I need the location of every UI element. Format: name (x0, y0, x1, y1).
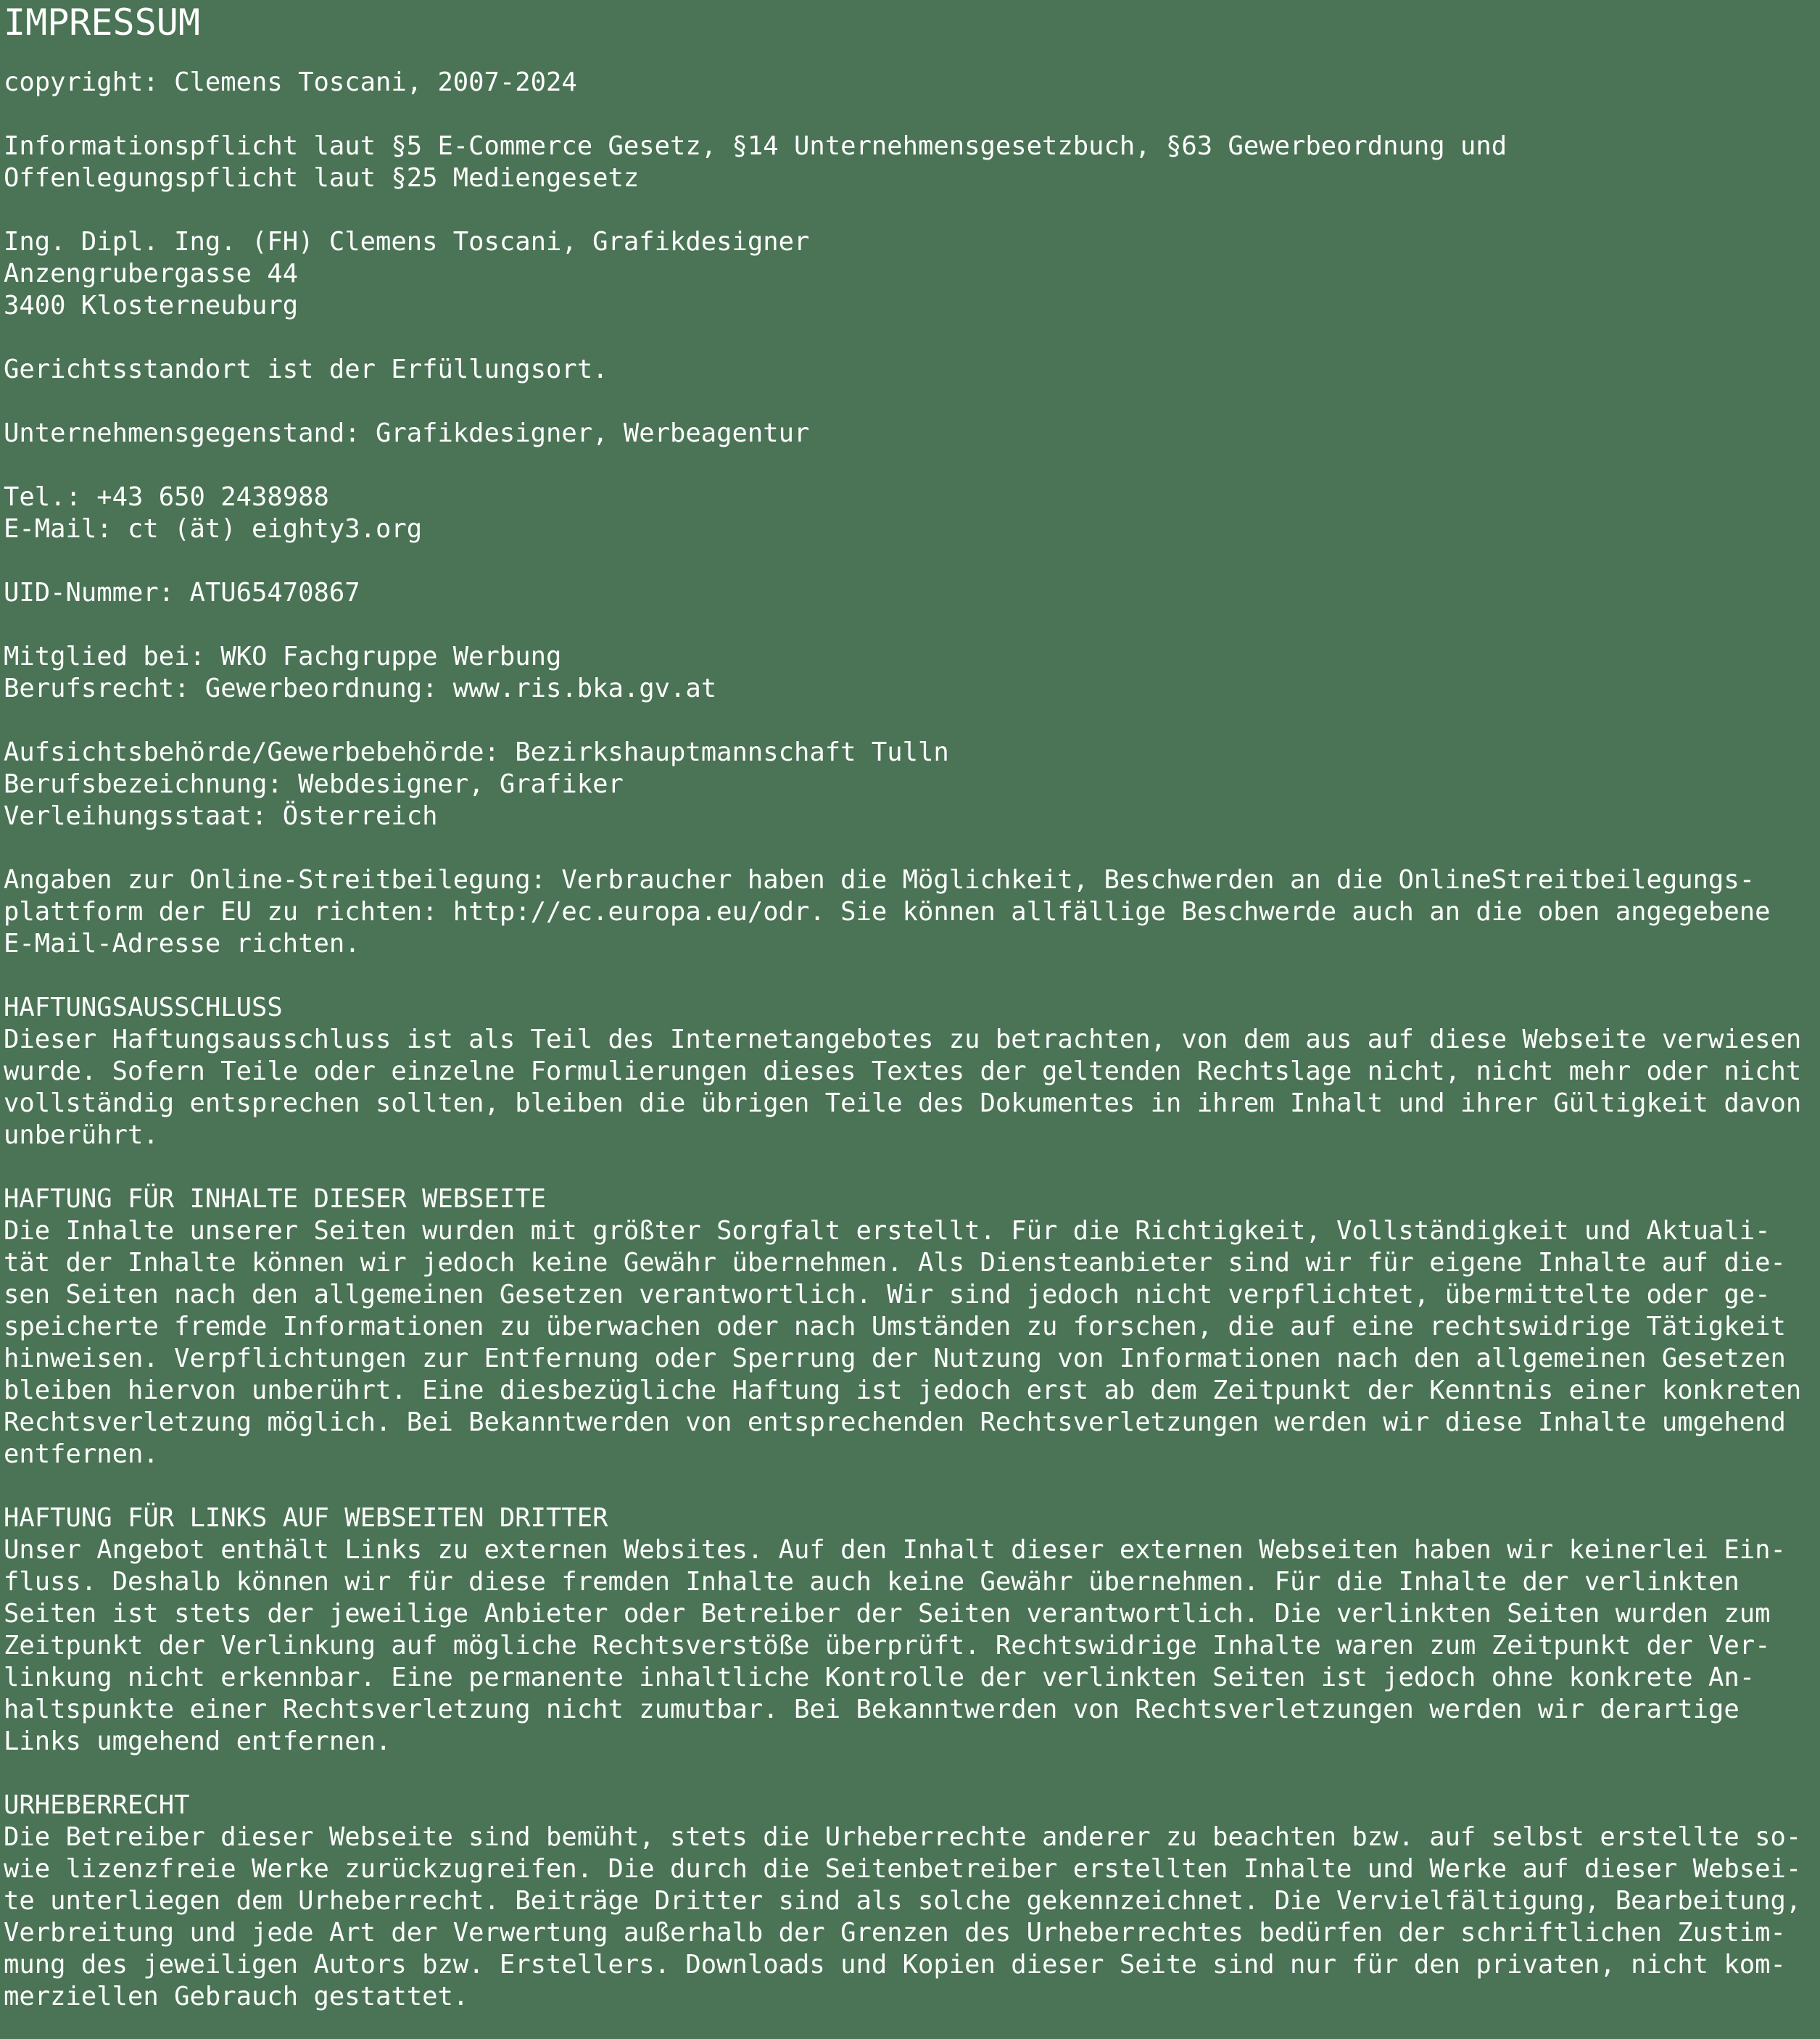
section-haftung-links: HAFTUNG FÜR LINKS AUF WEBSEITEN DRITTER … (4, 1503, 1786, 1756)
section-owner-address: Ing. Dipl. Ing. (FH) Clemens Toscani, Gr… (4, 227, 810, 320)
section-legal-basis: Informationspflicht laut §5 E-Commerce G… (4, 131, 1507, 193)
section-haftung-inhalte: HAFTUNG FÜR INHALTE DIESER WEBSEITE Die … (4, 1184, 1802, 1469)
section-business-purpose: Unternehmensgegenstand: Grafikdesigner, … (4, 418, 810, 448)
section-jurisdiction: Gerichtsstandort ist der Erfüllungsort. (4, 355, 608, 384)
section-haftungsausschluss: HAFTUNGSAUSSCHLUSS Dieser Haftungsaussch… (4, 993, 1802, 1150)
section-membership: Mitglied bei: WKO Fachgruppe Werbung Ber… (4, 642, 717, 703)
page-title: IMPRESSUM (4, 1, 200, 44)
section-uid-number: UID-Nummer: ATU65470867 (4, 578, 360, 608)
section-urheberrecht: URHEBERRECHT Die Betreiber dieser Websei… (4, 1790, 1802, 2011)
section-copyright: copyright: Clemens Toscani, 2007-2024 (4, 67, 577, 97)
section-contact: Tel.: +43 650 2438988 E-Mail: ct (ät) ei… (4, 482, 423, 544)
section-online-streitbeilegung: Angaben zur Online-Streitbeilegung: Verb… (4, 865, 1771, 959)
section-authority: Aufsichtsbehörde/Gewerbebehörde: Bezirks… (4, 737, 949, 831)
